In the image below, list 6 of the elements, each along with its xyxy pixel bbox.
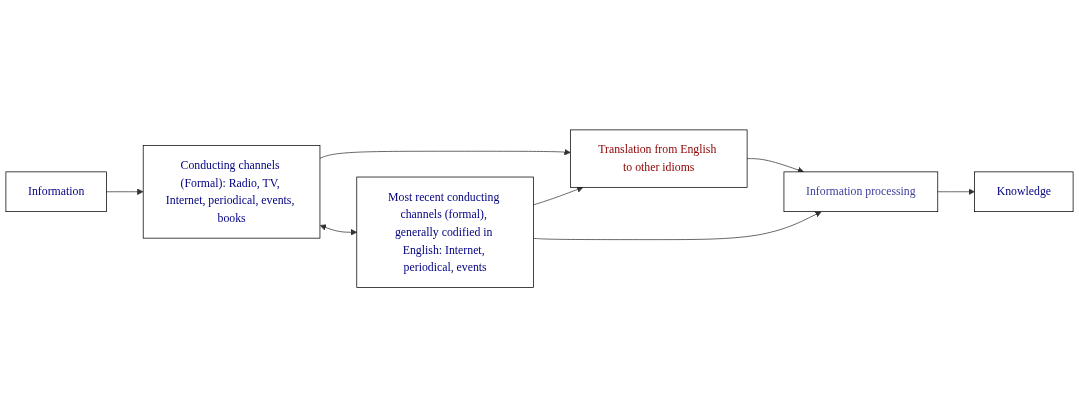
node-box: Most recent conducting channels (formal), generally codified in English: Internet, periodical, events	[356, 176, 534, 288]
node-box: Knowledge	[974, 171, 1074, 212]
node-box: Translation from English to other idioms	[570, 129, 748, 188]
node-box: Conducting channels (Formal): Radio, TV, Internet, periodical, events, books	[142, 144, 321, 239]
node-box: Information	[5, 171, 107, 212]
node-box: Information processing	[783, 171, 939, 212]
